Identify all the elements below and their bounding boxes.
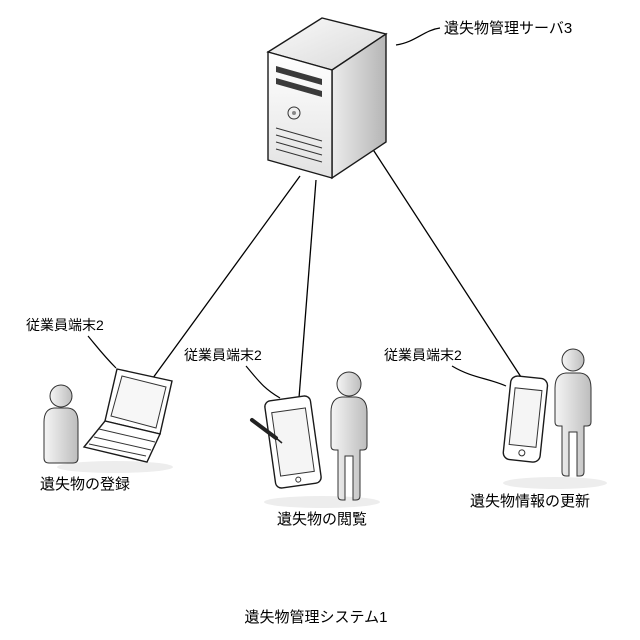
laptop-label: 従業員端末2 (26, 317, 104, 333)
tablet-home-button (295, 476, 302, 483)
phone-caption: 遺失物情報の更新 (470, 493, 590, 510)
laptop-key-row (98, 428, 156, 443)
tablet-label: 従業員端末2 (184, 347, 262, 363)
shadow (57, 461, 173, 473)
person-head (49, 384, 73, 408)
tablet-caption: 遺失物の閲覧 (277, 511, 367, 528)
laptop-screen-inner (110, 375, 167, 429)
person-icon (330, 371, 368, 501)
server-vent (275, 148, 323, 163)
server-label: 遺失物管理サーバ3 (444, 20, 572, 37)
shadow (264, 496, 380, 508)
smartphone-icon (502, 375, 549, 463)
link-server-phone (371, 147, 522, 378)
phone-label-leader (451, 365, 507, 387)
shadow (503, 477, 607, 489)
person-body (554, 372, 592, 477)
stylus-icon (250, 418, 278, 440)
tablet-icon (264, 395, 322, 489)
laptop-label-leader (87, 335, 117, 369)
server-drive-slot (276, 78, 322, 97)
server-vent (275, 134, 323, 149)
server-drive-slot (276, 66, 322, 85)
tablet-label-leader (245, 365, 281, 399)
server-group: 遺失物管理サーバ3 (266, 17, 572, 180)
laptop-icon (82, 368, 173, 463)
link-server-tablet (298, 179, 317, 399)
server-label-leader (395, 27, 441, 46)
person-head (336, 371, 362, 397)
laptop-key-row (88, 443, 147, 457)
laptop-caption: 遺失物の登録 (40, 476, 130, 493)
server-vent (275, 141, 323, 156)
system-caption: 遺失物管理システム1 (245, 609, 388, 626)
person-icon (554, 348, 592, 477)
server-power-dot (292, 111, 296, 115)
person-icon (43, 384, 79, 464)
terminal-tablet-group: 従業員端末2 遺失物の閲覧 (184, 347, 368, 528)
server-vent (275, 127, 323, 142)
laptop-keyboard (82, 420, 161, 463)
tablet-screen (271, 407, 315, 477)
person-body (330, 396, 368, 501)
person-head (561, 348, 585, 372)
stylus-tip (275, 437, 283, 444)
laptop-key-row (93, 436, 152, 451)
phone-label: 従業員端末2 (384, 347, 462, 363)
phone-home-button (518, 449, 526, 457)
connection-lines (149, 147, 522, 399)
terminal-laptop-group: 従業員端末2 遺失物の登録 (26, 317, 173, 493)
server-tower-icon (266, 17, 388, 180)
link-server-laptop (149, 175, 301, 383)
person-body (43, 407, 79, 464)
phone-screen (508, 387, 543, 448)
terminal-phone-group: 従業員端末2 遺失物情報の更新 (384, 347, 592, 510)
